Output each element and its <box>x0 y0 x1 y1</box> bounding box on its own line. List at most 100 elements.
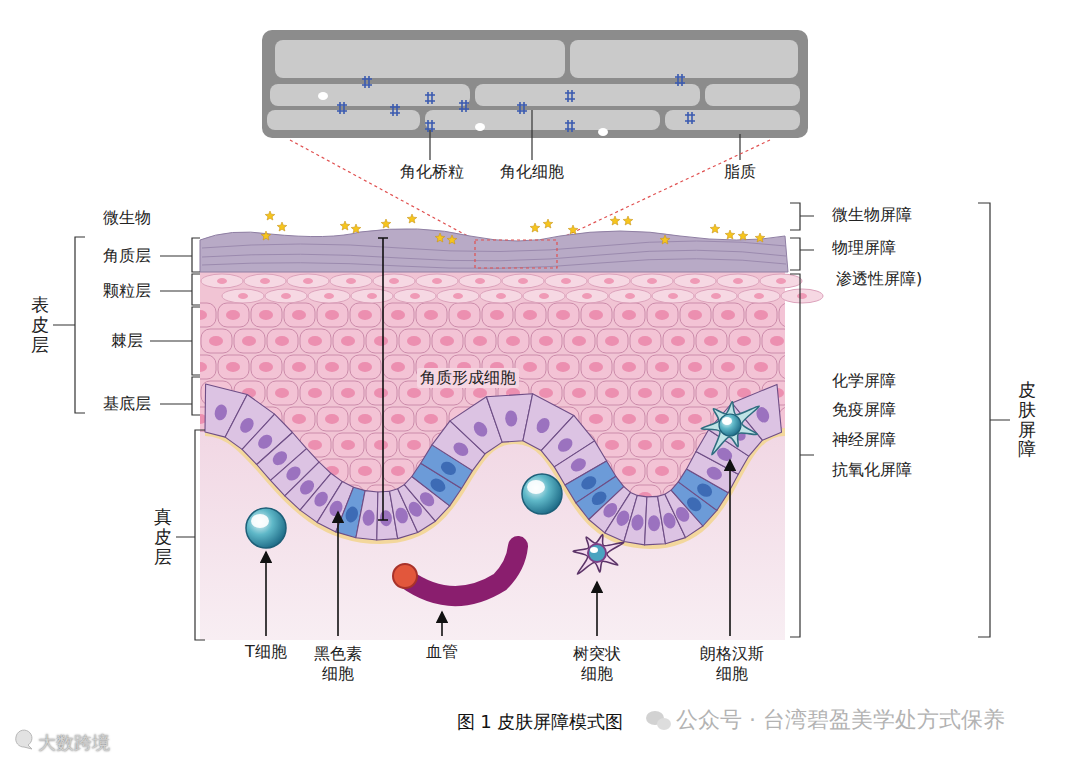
keratinocyte <box>663 329 694 353</box>
nucleus <box>803 440 817 450</box>
keratinocyte <box>531 537 562 561</box>
nucleus <box>238 293 248 299</box>
cell-body <box>449 511 480 535</box>
desmosome <box>425 92 435 104</box>
cell-body <box>680 355 711 379</box>
keratinocyte <box>317 303 348 327</box>
keratinocyte <box>432 537 463 561</box>
nucleus <box>648 515 661 532</box>
cell-body <box>383 407 414 431</box>
lipid-dot <box>475 123 485 131</box>
microbe <box>710 224 720 233</box>
keratinocyte <box>630 381 661 405</box>
cell-body <box>201 329 232 353</box>
desmosome <box>517 102 527 114</box>
nucleus <box>572 336 586 346</box>
cell-label: 黑色素 细胞 <box>312 644 365 684</box>
granular-cell <box>330 274 372 288</box>
keratinocyte <box>333 329 364 353</box>
nucleus <box>453 293 463 299</box>
keratinocyte <box>300 329 331 353</box>
keratinocyte <box>234 485 265 509</box>
nucleus <box>737 336 751 346</box>
nucleus <box>568 456 588 474</box>
keratinocyte <box>663 433 694 457</box>
keratinocyte <box>564 381 595 405</box>
nucleus <box>647 278 657 284</box>
cell-body <box>630 381 661 405</box>
cell-body <box>779 459 810 483</box>
cell-body <box>482 459 513 483</box>
nucleus <box>379 510 392 527</box>
cell-body <box>531 329 562 353</box>
nucleus <box>457 518 471 528</box>
nucleus <box>704 336 718 346</box>
cell-body <box>609 289 651 303</box>
microbes <box>261 211 765 244</box>
granular-cell <box>609 289 651 303</box>
cell-body <box>201 537 232 561</box>
cell-body <box>350 355 381 379</box>
langerhans-cell <box>701 402 759 455</box>
microbe <box>407 214 417 223</box>
nucleus <box>555 435 575 454</box>
cell-body <box>663 433 694 457</box>
cell-body <box>779 303 810 327</box>
corneum-layer-line <box>202 259 786 269</box>
keratinocyte <box>762 485 793 509</box>
keratinocyte <box>746 511 777 535</box>
nucleus <box>292 362 306 372</box>
microbe <box>543 219 553 228</box>
granular-cells <box>201 274 823 303</box>
nucleus <box>539 388 553 398</box>
cell-body <box>564 381 595 405</box>
cell-body <box>317 303 348 327</box>
nucleus <box>668 293 678 299</box>
cell-body <box>465 485 496 509</box>
nucleus <box>341 544 355 554</box>
cell-body <box>614 303 645 327</box>
nucleus <box>655 362 669 372</box>
nucleus <box>605 440 619 450</box>
leader-arrow <box>265 552 267 636</box>
keratinocyte <box>614 407 645 431</box>
nucleus <box>604 278 614 284</box>
epidermis <box>200 270 785 545</box>
cell-body <box>717 274 759 288</box>
keratinocyte <box>185 303 216 327</box>
watermark: 公众号 · 台湾碧盈美学处方式保养 <box>676 706 1005 734</box>
keratinocyte <box>696 329 727 353</box>
keratinocyte <box>762 329 793 353</box>
nucleus <box>770 492 784 502</box>
microbe <box>623 216 633 225</box>
nucleus <box>754 518 768 528</box>
nucleus <box>556 310 570 320</box>
keratinocyte <box>218 355 249 379</box>
lipid-dot <box>318 92 328 100</box>
bracket <box>53 237 85 413</box>
keratinocyte <box>251 355 282 379</box>
keratinocyte <box>218 511 249 535</box>
cell-body <box>284 355 315 379</box>
nucleus <box>209 440 223 450</box>
cell-body <box>630 329 661 353</box>
nucleus <box>308 388 322 398</box>
keratinocyte <box>201 485 232 509</box>
cell-body <box>515 303 546 327</box>
nucleus <box>539 293 549 299</box>
barrier-label: 免疫屏障 <box>832 400 896 420</box>
cell-body <box>267 329 298 353</box>
cell-body <box>366 329 397 353</box>
nucleus <box>308 544 322 554</box>
cell-body <box>680 303 711 327</box>
part-label: 角化细胞 <box>500 162 564 182</box>
nucleus <box>721 518 735 528</box>
corneocyte <box>425 110 660 130</box>
nucleus <box>242 336 256 346</box>
microbe <box>381 219 391 228</box>
keratinocyte <box>696 381 727 405</box>
nucleus <box>523 310 537 320</box>
cell-body <box>663 381 694 405</box>
keratinocyte <box>300 537 331 561</box>
nucleus <box>473 388 487 398</box>
